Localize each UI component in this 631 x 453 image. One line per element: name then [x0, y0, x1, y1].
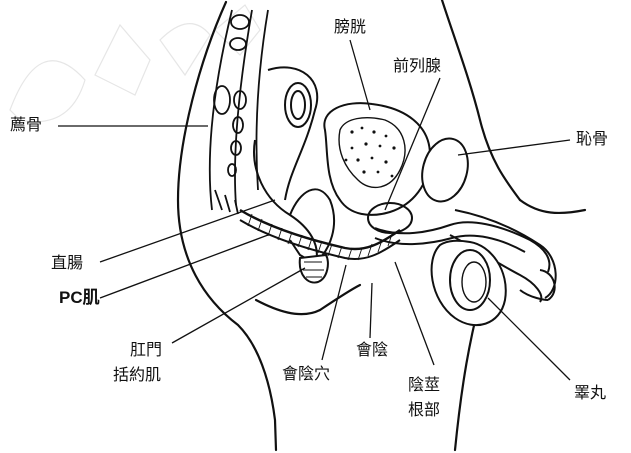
label-sacrum: 薦骨 — [10, 115, 42, 135]
label-prostate: 前列腺 — [393, 56, 441, 76]
body-outline — [178, 0, 585, 450]
label-penile-root-line2: 根部 — [408, 400, 440, 420]
label-anal-sphincter-line2: 括約肌 — [113, 365, 161, 385]
leader-lines — [58, 40, 570, 380]
label-testis: 睪丸 — [574, 383, 606, 403]
label-perineal-region: 會陰穴 — [282, 364, 330, 384]
label-anal-sphincter-line1: 肛門 — [130, 340, 162, 360]
label-rectum: 直腸 — [51, 253, 83, 273]
watermark — [10, 5, 260, 122]
pelvic-floor-muscle — [240, 210, 400, 260]
label-perineum: 會陰 — [356, 340, 388, 360]
sacrum-spine — [210, 10, 268, 214]
bladder — [324, 103, 430, 215]
label-pc-muscle: PC肌 — [59, 288, 100, 308]
label-pubic-bone: 恥骨 — [576, 129, 608, 149]
testis — [432, 241, 506, 325]
label-penile-root-line1: 陰莖 — [408, 375, 440, 395]
label-bladder: 膀胱 — [334, 17, 366, 37]
